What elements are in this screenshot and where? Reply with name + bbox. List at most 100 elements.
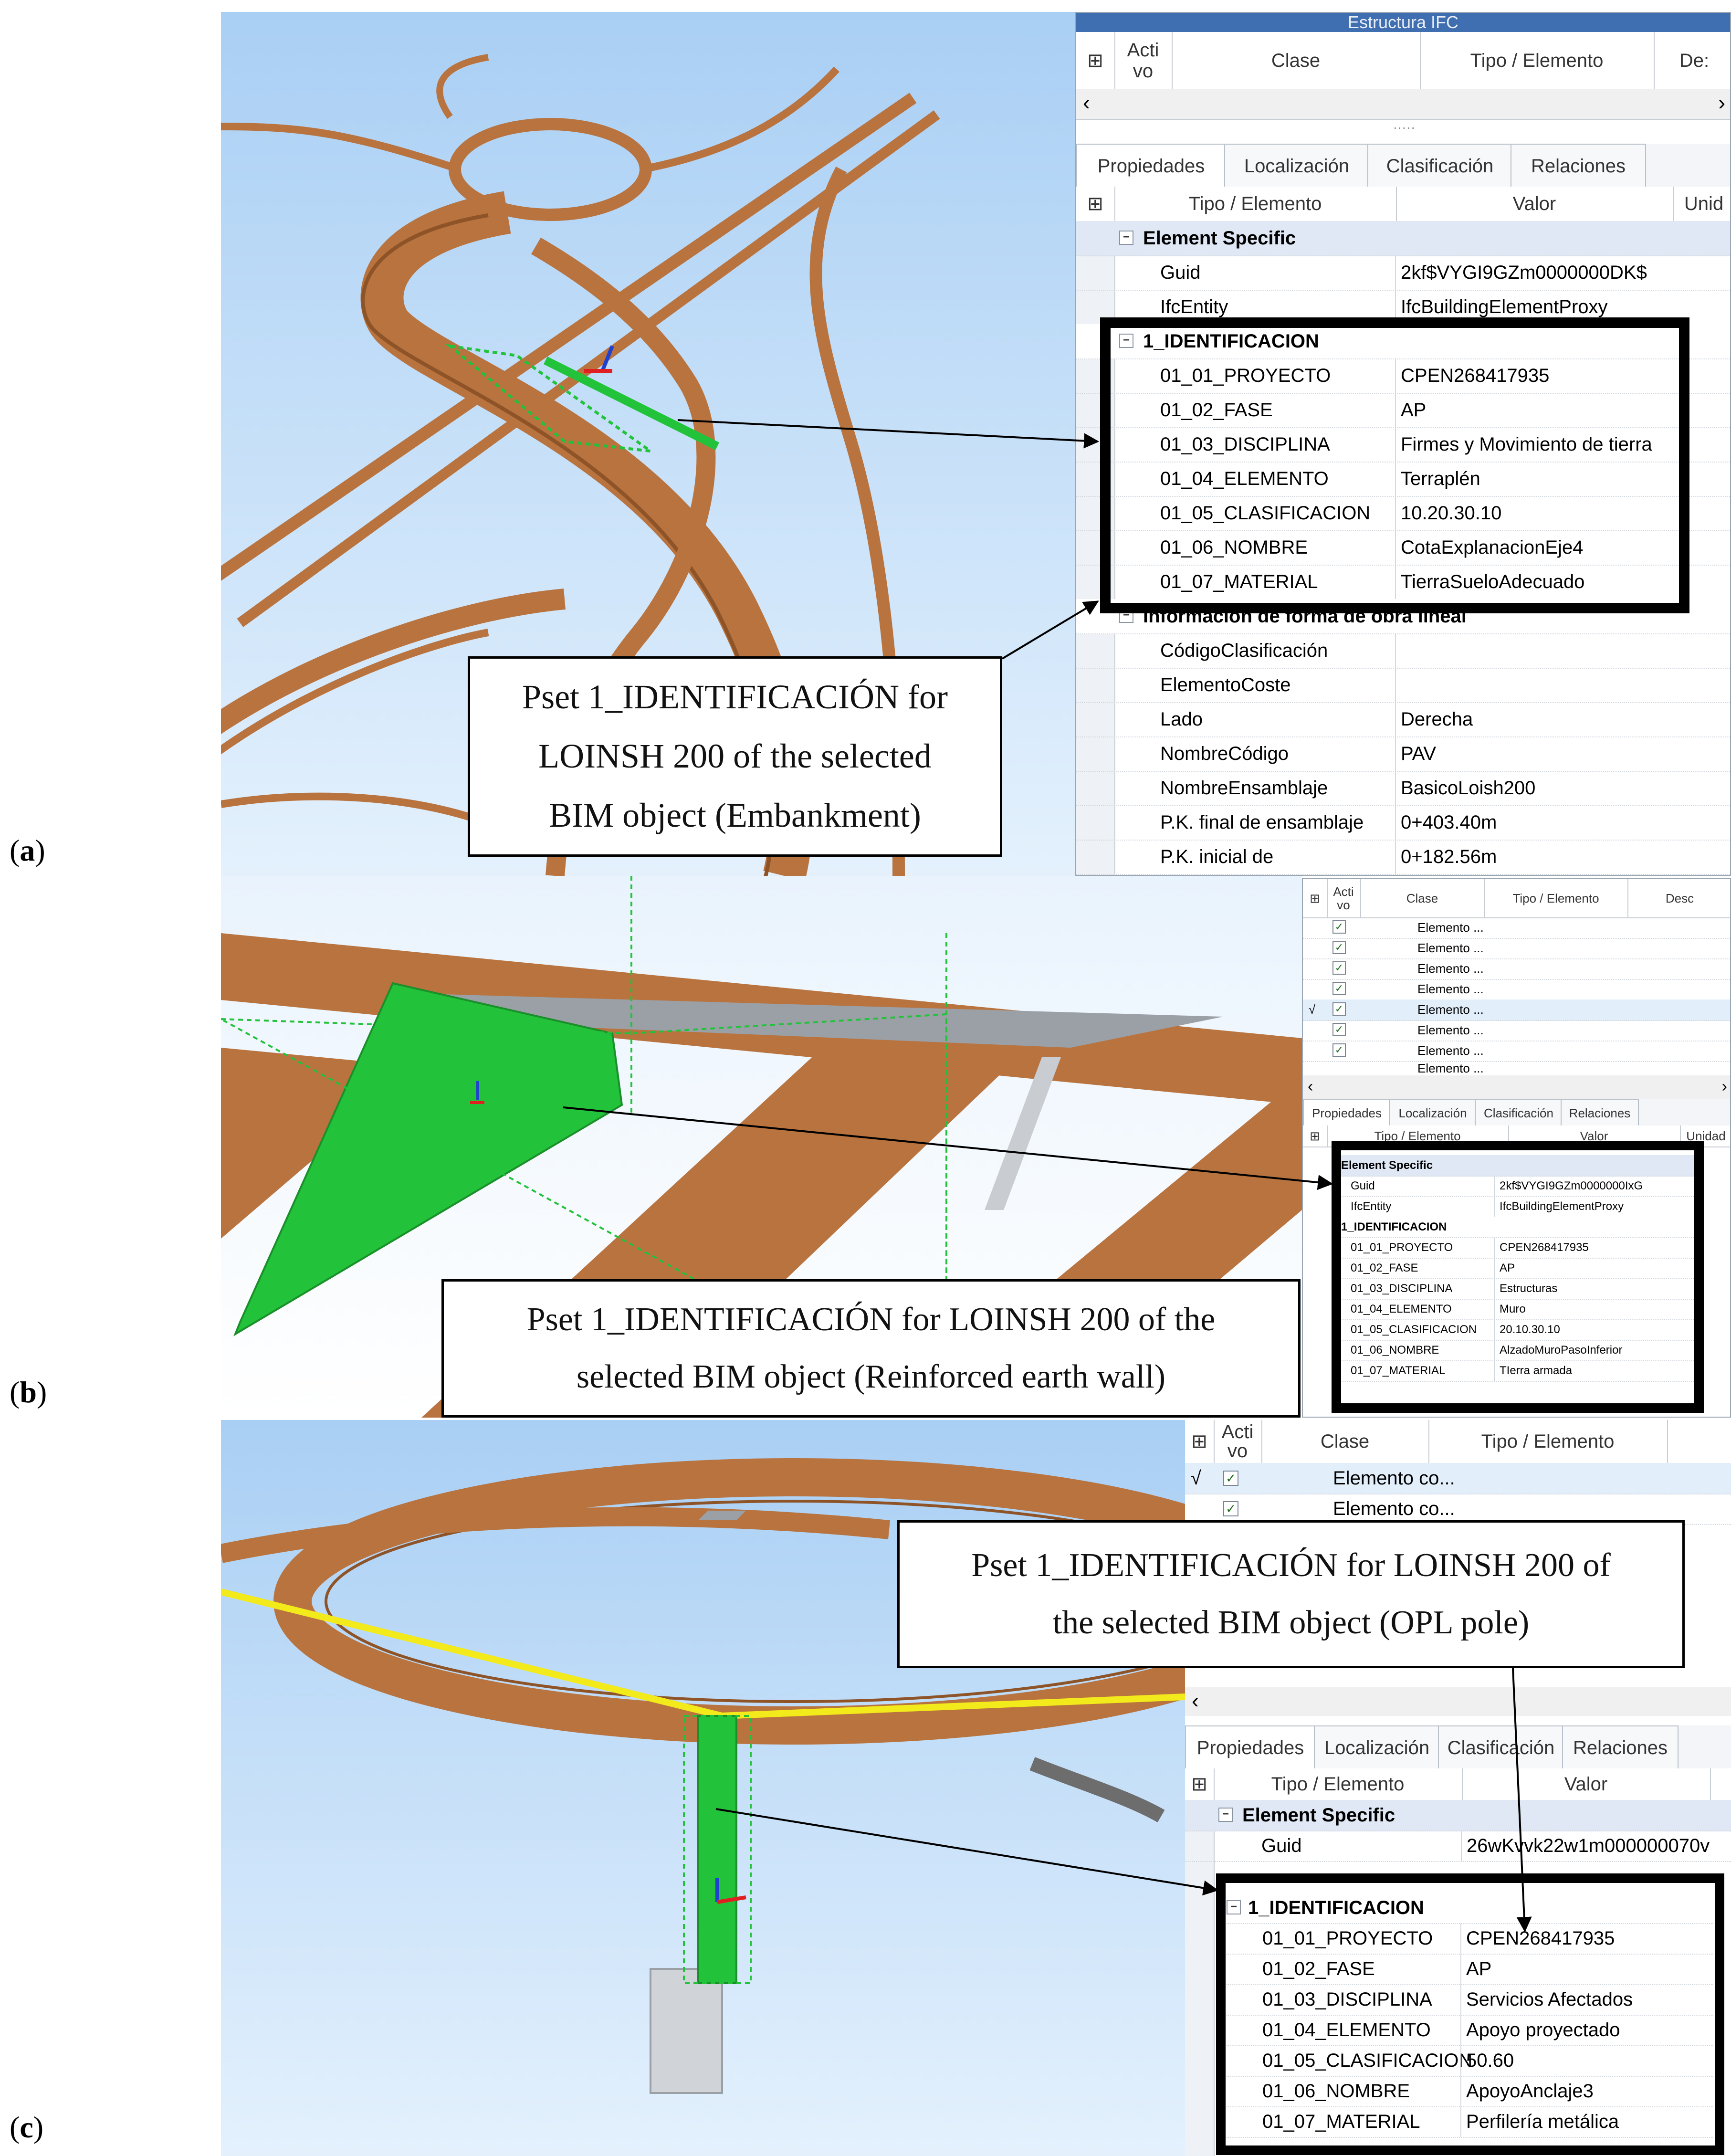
tree-scrollbar-b[interactable]: ‹ › [1303, 1075, 1730, 1099]
col-desc[interactable]: De: [1654, 32, 1730, 89]
checkbox-icon[interactable]: ✓ [1223, 1501, 1238, 1516]
tab-propiedades[interactable]: Propiedades [1185, 1725, 1316, 1769]
tree-row-selected[interactable]: √✓Elemento co... [1185, 1463, 1731, 1494]
group-identificacion[interactable]: − 1_IDENTIFICACION [1227, 1893, 1713, 1924]
group-element-specific[interactable]: − Element Specific [1076, 221, 1730, 256]
tree-scrollbar-c[interactable]: ‹ [1185, 1687, 1731, 1716]
grid-options-icon[interactable]: ⊞ [1303, 1125, 1328, 1146]
tab-relaciones[interactable]: Relaciones [1511, 144, 1646, 188]
col-tipo[interactable]: Tipo / Elemento [1428, 1420, 1668, 1463]
group-identificacion[interactable]: − 1_IDENTIFICACION [1076, 324, 1730, 359]
grid-options-icon[interactable]: ⊞ [1076, 187, 1115, 221]
tree-row[interactable]: ✓Elemento ... [1303, 979, 1730, 1000]
col-tipo[interactable]: Tipo / Elemento [1420, 32, 1655, 89]
col-tipo[interactable]: Tipo / Elemento [1484, 879, 1628, 917]
checkbox-icon[interactable]: ✓ [1332, 941, 1346, 954]
col-desc[interactable]: Desc [1627, 879, 1730, 917]
group-element-specific[interactable]: − Element Specific [1185, 1800, 1731, 1831]
tab-localizacion[interactable]: Localización [1389, 1099, 1477, 1126]
tab-propiedades[interactable]: Propiedades [1303, 1099, 1391, 1126]
prop-col-unidad[interactable]: Unidad [1680, 1125, 1730, 1146]
chevron-left-icon[interactable]: ‹ [1308, 1077, 1313, 1095]
tree-row[interactable]: ✓Elemento ... [1303, 1020, 1730, 1041]
tab-propiedades[interactable]: Propiedades [1076, 144, 1226, 188]
tab-localizacion[interactable]: Localización [1224, 144, 1369, 188]
checkbox-icon[interactable]: ✓ [1223, 1471, 1238, 1486]
grid-options-icon[interactable]: ⊞ [1303, 879, 1328, 917]
prop-col-tipo[interactable]: Tipo / Elemento [1327, 1125, 1509, 1146]
checkbox-icon[interactable]: ✓ [1332, 1002, 1346, 1016]
prop-col-valor[interactable]: Valor [1508, 1125, 1681, 1146]
tree-row-selected[interactable]: √✓Elemento ... [1303, 999, 1730, 1021]
ifc-panel-a[interactable]: Estructura IFC ⊞ Acti vo Clase Tipo / El… [1075, 12, 1731, 876]
tree-row[interactable]: Elemento ... [1303, 1061, 1730, 1076]
grid-options-icon[interactable]: ⊞ [1185, 1420, 1215, 1463]
prop-col-tipo[interactable]: Tipo / Elemento [1214, 1768, 1463, 1800]
chevron-right-icon[interactable]: › [1721, 1077, 1727, 1095]
col-activo[interactable]: Acti vo [1214, 1420, 1262, 1463]
tree-row[interactable]: ✓Elemento ... [1303, 938, 1730, 959]
tree-scrollbar-a[interactable]: ‹ › [1076, 89, 1730, 120]
tab-clasificacion[interactable]: Clasificación [1438, 1725, 1564, 1769]
checkbox-icon[interactable]: ✓ [1332, 982, 1346, 995]
tab-clasificacion[interactable]: Clasificación [1367, 144, 1512, 188]
prop-row[interactable]: CódigoClasificación [1076, 633, 1730, 669]
tab-relaciones[interactable]: Relaciones [1562, 1725, 1679, 1769]
tree-row[interactable]: ✓Elemento ... [1303, 1041, 1730, 1062]
collapse-minus-icon[interactable]: − [1119, 334, 1133, 348]
grid-options-icon[interactable]: ⊞ [1076, 32, 1115, 89]
chevron-left-icon[interactable]: ‹ [1083, 91, 1090, 115]
collapse-minus-icon[interactable]: − [1119, 231, 1133, 245]
chevron-right-icon[interactable]: › [1718, 91, 1725, 115]
collapse-minus-icon[interactable]: − [1218, 1808, 1233, 1822]
prop-col-unidad[interactable]: Unid [1673, 187, 1730, 221]
tab-localizacion[interactable]: Localización [1314, 1725, 1440, 1769]
prop-col-valor[interactable]: Valor [1462, 1768, 1711, 1800]
checkbox-icon[interactable]: ✓ [1332, 1043, 1346, 1057]
collapse-minus-icon[interactable]: − [1227, 1900, 1241, 1914]
grid-options-icon[interactable]: ⊞ [1185, 1768, 1215, 1800]
group-element-specific[interactable]: Element Specific [1336, 1155, 1699, 1177]
checkbox-icon[interactable]: ✓ [1332, 1023, 1346, 1036]
tree-row[interactable]: ✓Elemento ... [1303, 917, 1730, 939]
prop-col-valor[interactable]: Valor [1396, 187, 1674, 221]
checkbox-icon[interactable]: ✓ [1332, 920, 1346, 934]
prop-row[interactable]: ElementoCoste [1076, 668, 1730, 703]
group-identificacion[interactable]: 1_IDENTIFICACION [1336, 1217, 1699, 1238]
col-clase[interactable]: Clase [1172, 32, 1421, 89]
splitter-a[interactable]: ····· [1393, 120, 1416, 135]
tab-relaciones[interactable]: Relaciones [1561, 1099, 1639, 1126]
chevron-left-icon[interactable]: ‹ [1192, 1689, 1199, 1713]
tree-row[interactable]: ✓Elemento ... [1303, 958, 1730, 980]
col-clase[interactable]: Clase [1261, 1420, 1429, 1463]
col-activo[interactable]: Acti vo [1327, 879, 1361, 917]
prop-col-tipo[interactable]: Tipo / Elemento [1114, 187, 1397, 221]
checkbox-icon[interactable]: ✓ [1332, 961, 1346, 975]
col-clase[interactable]: Clase [1360, 879, 1485, 917]
